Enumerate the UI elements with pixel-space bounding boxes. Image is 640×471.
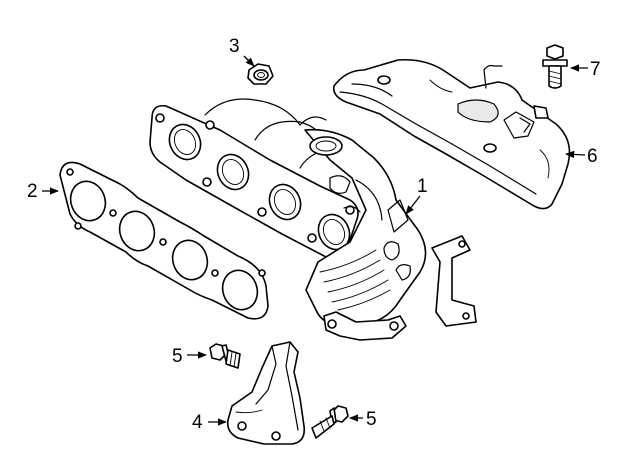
leader-1 [405,195,421,215]
manifold-support-bracket [226,341,306,445]
exhaust-gasket [59,161,269,320]
callout-5-lower: 5 [366,409,377,430]
callout-5-upper: 5 [172,346,183,367]
leader-6 [565,150,586,159]
callout-1: 1 [417,176,428,197]
hex-nut [247,63,274,85]
callout-7: 7 [590,59,601,80]
heat-shield [332,58,571,210]
bracket-bolt-lower [311,405,349,439]
callout-6: 6 [587,146,598,167]
shield-bolt [542,44,568,89]
callout-2: 2 [27,181,38,202]
bracket-bolt-upper [209,343,241,369]
callout-3: 3 [229,36,240,57]
exhaust-manifold [149,98,477,341]
callout-4: 4 [192,412,203,433]
leader-3 [243,55,255,67]
